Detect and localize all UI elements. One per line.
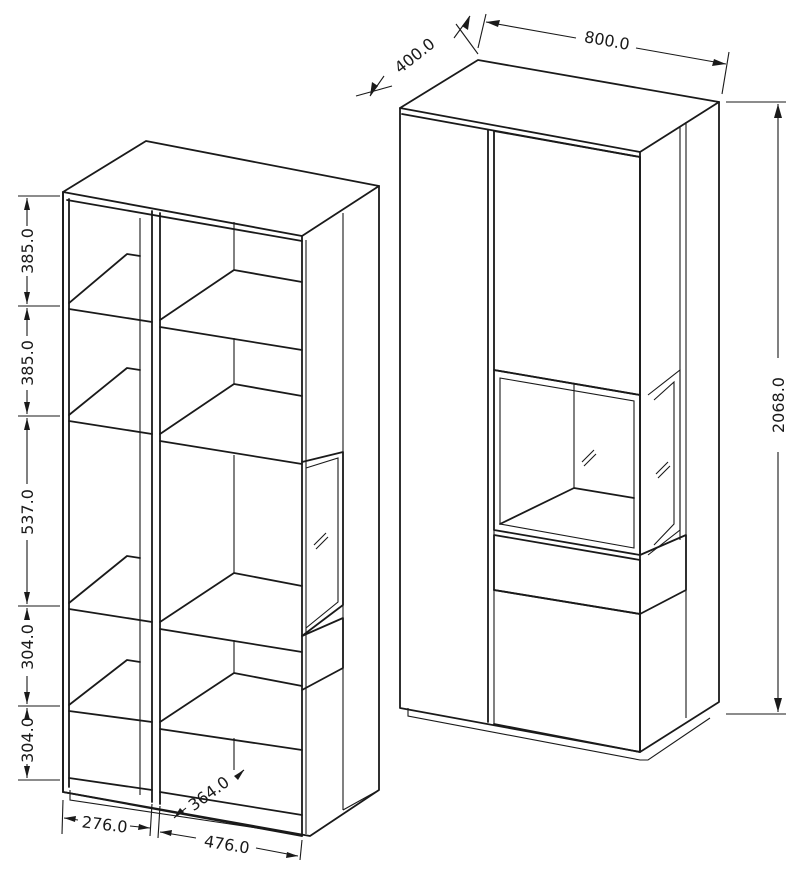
dim-left-h5: 304.0	[18, 717, 37, 763]
dim-right-width: 800.0	[583, 27, 631, 54]
dim-left-width-narrow: 276.0	[81, 812, 129, 836]
dim-left-width-wide: 476.0	[203, 832, 251, 858]
dimension-labels: 800.0 400.0 2068.0 385.0 385.0 537.0 304…	[18, 27, 788, 857]
right-cabinet	[399, 59, 720, 761]
dim-right-height: 2068.0	[769, 377, 788, 433]
dim-left-depth-inner: 364.0	[185, 772, 233, 814]
dim-left-h4: 304.0	[18, 624, 37, 670]
dim-left-h2: 385.0	[18, 340, 37, 386]
dim-right-depth: 400.0	[391, 34, 439, 77]
left-cabinet	[62, 140, 380, 837]
dim-left-h3: 537.0	[18, 489, 37, 535]
dim-left-h1: 385.0	[18, 228, 37, 274]
dimension-lines	[18, 13, 786, 861]
